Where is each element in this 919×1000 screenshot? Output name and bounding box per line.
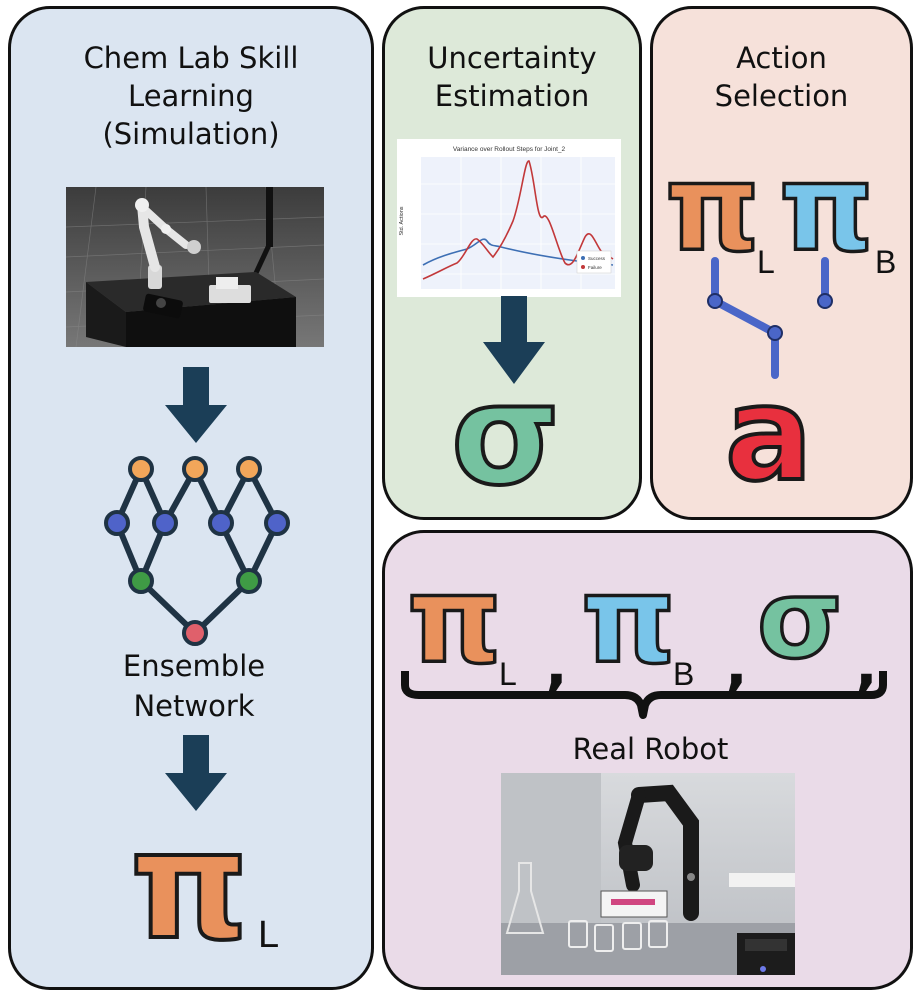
real-pi-learned-subscript: L	[499, 656, 517, 692]
network-node-green-2	[236, 568, 262, 594]
ensemble-network-label: Ensemble Network	[11, 646, 377, 726]
simulation-title: Chem Lab Skill Learning (Simulation)	[11, 39, 371, 153]
uncertainty-arrow-down	[483, 296, 545, 384]
real-comma-1: ,	[545, 630, 568, 700]
action-pi-base-symbol: π	[779, 139, 874, 278]
sigma-output: σ	[449, 352, 562, 519]
ensemble-label-line-1: Ensemble	[122, 649, 266, 683]
real-comma-3: ,	[855, 630, 878, 700]
plot-legend-success: Success	[588, 256, 606, 261]
real-robot-panel: π L , π B , σ , Real Robot	[382, 530, 913, 990]
simulation-arrow-down-1	[165, 367, 227, 443]
action-title-line-2: Selection	[714, 79, 849, 113]
uncertainty-title-line-2: Estimation	[434, 79, 590, 113]
pi-learned-subscript: L	[258, 914, 279, 956]
uncertainty-title-line-1: Uncertainty	[427, 41, 597, 75]
simulation-title-line-3: (Simulation)	[102, 117, 280, 151]
pi-learned-symbol: π	[130, 799, 249, 973]
network-node-blue-4	[264, 510, 290, 536]
network-node-orange-2	[182, 456, 208, 482]
simulation-scene-image	[65, 186, 325, 348]
uncertainty-title: Uncertainty Estimation	[385, 39, 639, 115]
plot-ylabel: Std. Actions	[399, 206, 405, 235]
simulation-arrow-down-2	[165, 735, 227, 811]
real-pi-learned-symbol: π	[407, 551, 502, 690]
network-node-red	[182, 620, 208, 646]
ensemble-network-diagram	[104, 456, 290, 646]
action-title-line-1: Action	[736, 41, 827, 75]
network-node-blue-3	[208, 510, 234, 536]
real-pi-base-subscript: B	[673, 656, 694, 692]
sigma-symbol: σ	[451, 354, 560, 517]
real-pi-base-symbol: π	[581, 551, 676, 690]
simulation-panel: Chem Lab Skill Learning (Simulation)	[8, 6, 374, 990]
plot-series-failure	[422, 160, 614, 280]
real-robot-label: Real Robot	[572, 732, 729, 766]
combining-brace	[401, 671, 887, 719]
action-symbol: a	[725, 358, 813, 510]
plot-legend-failure: Failure	[588, 265, 602, 270]
real-comma-2: ,	[725, 630, 748, 700]
uncertainty-panel: Uncertainty Estimation Variance over Rol…	[382, 6, 642, 520]
ensemble-label-line-2: Network	[133, 689, 255, 723]
variance-plot-image: Variance over Rollout Steps for Joint_2 …	[397, 139, 621, 297]
plot-series-success	[422, 238, 614, 266]
network-node-orange-1	[128, 456, 154, 482]
network-node-blue-1	[104, 510, 130, 536]
action-pi-learned-symbol: π	[665, 139, 760, 278]
simulation-title-line-1: Chem Lab Skill	[83, 41, 299, 75]
action-selection-panel: Action Selection π L π B a	[650, 6, 913, 520]
real-sigma-symbol: σ	[757, 555, 843, 683]
network-node-orange-3	[236, 456, 262, 482]
action-pi-learned-subscript: L	[757, 244, 775, 280]
action-title: Action Selection	[653, 39, 910, 115]
simulation-title-line-2: Learning	[128, 79, 254, 113]
network-node-blue-2	[152, 510, 178, 536]
action-pi-base-subscript: B	[875, 244, 896, 280]
real-robot-photo	[501, 773, 795, 975]
network-node-green-1	[128, 568, 154, 594]
action-selection-diagram: π L π B a	[663, 137, 896, 512]
plot-title: Variance over Rollout Steps for Joint_2	[453, 146, 566, 153]
real-robot-inputs: π L , π B , σ ,	[401, 549, 887, 719]
pi-learned-output: π L	[128, 797, 279, 975]
